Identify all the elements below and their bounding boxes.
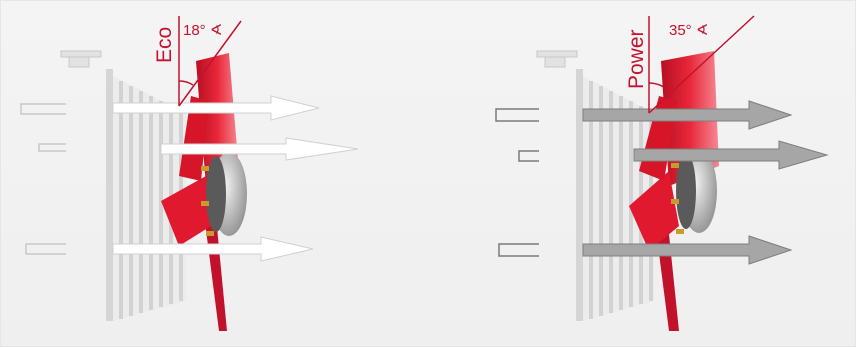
motor-bracket	[537, 51, 577, 67]
fan-shroud	[61, 51, 186, 321]
power-mode-label: Power	[625, 29, 648, 89]
power-panel: Power 35° ∢	[429, 1, 856, 348]
inflow-marks	[21, 104, 66, 254]
fan-shroud	[537, 51, 654, 321]
power-angle-label: 35° ∢	[669, 22, 708, 39]
motor-bracket	[61, 51, 101, 67]
inflow-marks	[496, 109, 539, 256]
eco-panel: Eco 18° ∢	[1, 1, 429, 348]
eco-angle-label: 18° ∢	[183, 22, 222, 39]
eco-mode-label: Eco	[153, 27, 176, 63]
